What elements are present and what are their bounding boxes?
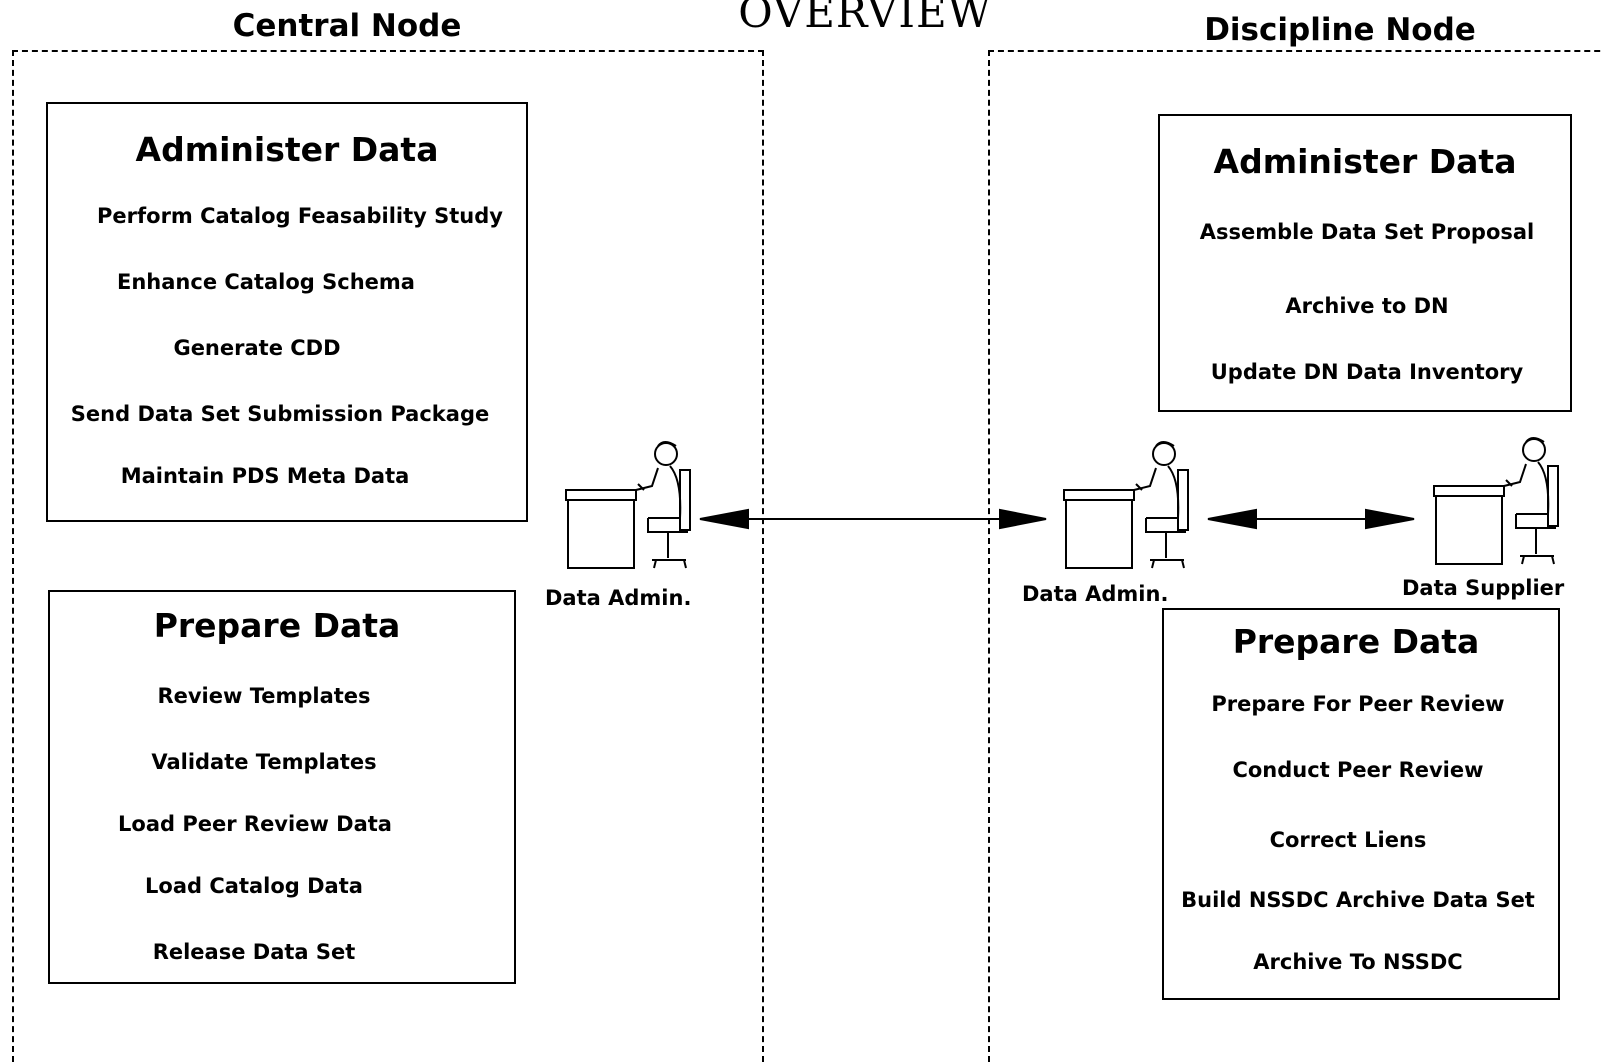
- discipline-administer-title: Administer Data: [1213, 142, 1517, 181]
- central-prepare-item: Load Catalog Data: [145, 874, 363, 898]
- discipline-prepare-item: Archive To NSSDC: [1253, 950, 1463, 974]
- discipline-prepare-item: Conduct Peer Review: [1232, 758, 1484, 782]
- discipline-administer-item: Archive to DN: [1285, 294, 1449, 318]
- central-administer-panel: Administer Data Perform Catalog Feasabil…: [46, 102, 528, 522]
- discipline-administer-item: Update DN Data Inventory: [1210, 360, 1524, 384]
- discipline-prepare-item: Build NSSDC Archive Data Set: [1181, 888, 1535, 912]
- person-at-desk-icon: [1063, 441, 1189, 569]
- central-node-label: Central Node: [232, 8, 462, 44]
- discipline-data-admin-label: Data Admin.: [1022, 582, 1169, 606]
- central-prepare-item: Release Data Set: [152, 940, 356, 964]
- discipline-prepare-title: Prepare Data: [1232, 622, 1480, 661]
- discipline-administer-panel: Administer Data Assemble Data Set Propos…: [1158, 114, 1572, 412]
- admin-to-supplier-arrow: [1207, 508, 1415, 530]
- person-at-desk-icon: [565, 441, 691, 569]
- central-prepare-item: Load Peer Review Data: [118, 812, 392, 836]
- central-to-discipline-arrow: [699, 508, 1047, 530]
- discipline-prepare-panel: Prepare Data Prepare For Peer Review Con…: [1162, 608, 1560, 1000]
- central-prepare-item: Review Templates: [157, 684, 371, 708]
- central-administer-item: Maintain PDS Meta Data: [120, 464, 410, 488]
- central-administer-item: Send Data Set Submission Package: [70, 402, 490, 426]
- central-administer-title: Administer Data: [135, 130, 439, 169]
- discipline-administer-item: Assemble Data Set Proposal: [1199, 220, 1535, 244]
- central-node-region: [12, 50, 764, 1062]
- central-prepare-panel: Prepare Data Review Templates Validate T…: [48, 590, 516, 984]
- central-data-admin-label: Data Admin.: [545, 586, 692, 610]
- data-supplier-label: Data Supplier: [1402, 576, 1565, 600]
- central-administer-item: Generate CDD: [173, 336, 341, 360]
- person-at-desk-icon: [1433, 437, 1559, 565]
- discipline-node-region: [988, 50, 1602, 1062]
- central-prepare-item: Validate Templates: [151, 750, 377, 774]
- central-prepare-title: Prepare Data: [153, 606, 401, 645]
- discipline-node-label: Discipline Node: [1204, 12, 1476, 48]
- central-administer-item: Perform Catalog Feasability Study: [97, 204, 503, 228]
- diagram-title: OVERVIEW: [738, 0, 992, 37]
- discipline-prepare-item: Prepare For Peer Review: [1211, 692, 1505, 716]
- central-administer-item: Enhance Catalog Schema: [117, 270, 415, 294]
- discipline-prepare-item: Correct Liens: [1269, 828, 1427, 852]
